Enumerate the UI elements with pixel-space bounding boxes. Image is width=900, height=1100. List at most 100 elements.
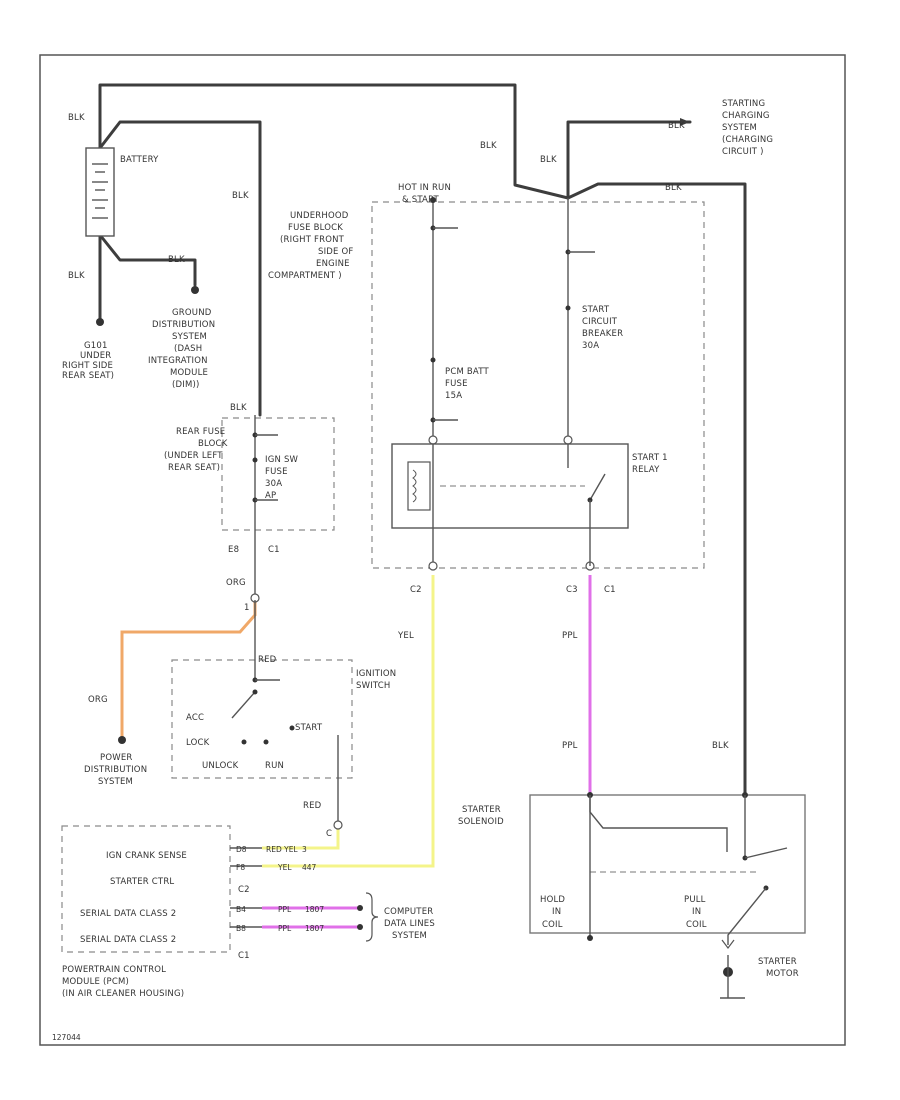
conn-pin-c: C bbox=[326, 829, 332, 839]
ign-lock: LOCK bbox=[186, 738, 210, 748]
pcm-pin-2: F8 bbox=[236, 863, 245, 872]
power-dist-line-3: SYSTEM bbox=[98, 777, 133, 787]
pcm-outline bbox=[61, 825, 231, 953]
charging-line-1: STARTING bbox=[722, 99, 765, 109]
relay-line-1: START 1 bbox=[632, 453, 668, 463]
battery-ground-wire bbox=[98, 233, 197, 287]
gnd-dist-line-7: (DIM)) bbox=[172, 380, 200, 390]
g101-line-3: RIGHT SIDE bbox=[62, 361, 113, 371]
pcm-conn-c1: C1 bbox=[238, 951, 250, 961]
start-cb-line-4: 30A bbox=[582, 341, 599, 351]
pcm-row-4: SERIAL DATA CLASS 2 bbox=[80, 935, 176, 945]
start-relay-box bbox=[391, 443, 629, 529]
start-cb-line-2: CIRCUIT bbox=[582, 317, 618, 327]
hold-line-3: COIL bbox=[542, 920, 563, 930]
rear-fuse-line-1: REAR FUSE bbox=[176, 427, 225, 437]
ufb-line-2: FUSE BLOCK bbox=[288, 223, 343, 233]
gnd-dist-line-1: GROUND bbox=[172, 308, 212, 318]
pcm-name-2: MODULE (PCM) bbox=[62, 977, 129, 987]
power-distribution-icon bbox=[118, 736, 126, 744]
wire-code-blk-5: BLK bbox=[480, 141, 497, 151]
pcm-name-1: POWERTRAIN CONTROL bbox=[62, 965, 166, 975]
wire-code-blk-9: BLK bbox=[230, 403, 247, 413]
ufb-line-3: (RIGHT FRONT bbox=[280, 235, 345, 245]
ign-sw-line-2: SWITCH bbox=[356, 681, 391, 691]
battery-to-rear-fuse-wire bbox=[98, 120, 262, 417]
blk-wires bbox=[98, 83, 747, 797]
relay-coil bbox=[407, 461, 431, 511]
pcm-pin-1: D8 bbox=[236, 845, 247, 854]
pcm-num-3: 1807 bbox=[305, 905, 324, 914]
starter-solenoid-box bbox=[529, 794, 806, 934]
pull-line-1: PULL bbox=[684, 895, 706, 905]
diagram-border bbox=[39, 54, 846, 1046]
motor-line-2: MOTOR bbox=[766, 969, 799, 979]
wire-code-blk-6: BLK bbox=[540, 155, 557, 165]
wire-code-blk-10: BLK bbox=[712, 741, 729, 751]
wire-code-yel: YEL bbox=[397, 631, 414, 641]
power-dist-line-1: POWER bbox=[100, 753, 133, 763]
solenoid-line-1: STARTER bbox=[462, 805, 501, 815]
pcm-pins bbox=[230, 847, 379, 942]
ign-fuse-line-3: 30A bbox=[265, 479, 282, 489]
conn-c1-rear: C1 bbox=[268, 545, 280, 555]
ign-fuse-line-4: AP bbox=[265, 491, 276, 501]
pcm-row-2: STARTER CTRL bbox=[110, 877, 174, 887]
charging-line-4: (CHARGING bbox=[722, 135, 773, 145]
rear-fuse-block-outline bbox=[221, 417, 335, 531]
battery bbox=[85, 147, 115, 237]
pcm-num-1: 3 bbox=[302, 845, 307, 854]
wire-code-red-2: RED bbox=[303, 801, 322, 811]
ign-run: RUN bbox=[265, 761, 284, 771]
wire-code-blk-1: BLK bbox=[68, 113, 85, 123]
pcm-batt-line-2: FUSE bbox=[445, 379, 468, 389]
starter-blk-wire bbox=[566, 182, 747, 797]
underhood-fuse-block-outline bbox=[371, 201, 705, 569]
wire-code-org-1: ORG bbox=[226, 578, 246, 588]
wire-code-blk-7: BLK bbox=[668, 121, 685, 131]
ufb-line-5: ENGINE bbox=[316, 259, 350, 269]
pull-line-3: COIL bbox=[686, 920, 707, 930]
pcm-batt-line-3: 15A bbox=[445, 391, 462, 401]
g101-line-1: G101 bbox=[84, 341, 108, 351]
pcm-conn-c2: C2 bbox=[238, 885, 250, 895]
conn-c3: C3 bbox=[566, 585, 578, 595]
ign-sw-line-1: IGNITION bbox=[356, 669, 396, 679]
yel-wire bbox=[262, 575, 435, 868]
conn-pin-1: 1 bbox=[244, 603, 250, 613]
charging-line-2: CHARGING bbox=[722, 111, 770, 121]
ign-acc: ACC bbox=[186, 713, 204, 723]
solenoid-line-2: SOLENOID bbox=[458, 817, 504, 827]
labels: BLK BLK BLK BLK BLK BLK BLK BLK BLK BLK … bbox=[52, 99, 799, 1042]
conn-c1-relay: C1 bbox=[604, 585, 616, 595]
hold-line-2: IN bbox=[552, 907, 561, 917]
ignition-switch-internal bbox=[231, 600, 343, 830]
wire-code-red-1: RED bbox=[258, 655, 277, 665]
yel-crank-wire bbox=[262, 822, 340, 850]
cdl-line-1: COMPUTER bbox=[384, 907, 433, 917]
g101-ground-icon bbox=[96, 318, 104, 326]
pcm-num-4: 1807 bbox=[305, 924, 324, 933]
solenoid-internal bbox=[587, 792, 788, 949]
cdl-line-2: DATA LINES bbox=[384, 919, 435, 929]
pcm-name-3: (IN AIR CLEANER HOUSING) bbox=[62, 989, 184, 999]
ign-fuse-line-2: FUSE bbox=[265, 467, 288, 477]
pcm-batt-line-1: PCM BATT bbox=[445, 367, 490, 377]
start-cb-line-1: START bbox=[582, 305, 610, 315]
wire-code-org-2: ORG bbox=[88, 695, 108, 705]
wire-code-blk-8: BLK bbox=[665, 183, 682, 193]
wire-code-ppl-1: PPL bbox=[562, 631, 578, 641]
motor-line-1: STARTER bbox=[758, 957, 797, 967]
starter-motor-icon bbox=[720, 955, 745, 999]
start-cb-line-3: BREAKER bbox=[582, 329, 623, 339]
charging-arrow-icon bbox=[680, 118, 690, 126]
wire-code-blk-4: BLK bbox=[168, 255, 185, 265]
conn-e8: E8 bbox=[228, 545, 239, 555]
and-start-label: & START bbox=[402, 195, 440, 205]
pcm-num-2: 447 bbox=[302, 863, 317, 872]
gnd-dist-line-4: (DASH bbox=[174, 344, 202, 354]
gnd-dist-line-6: MODULE bbox=[170, 368, 208, 378]
battery-label: BATTERY bbox=[120, 155, 159, 165]
charging-feed-wire bbox=[566, 120, 692, 200]
